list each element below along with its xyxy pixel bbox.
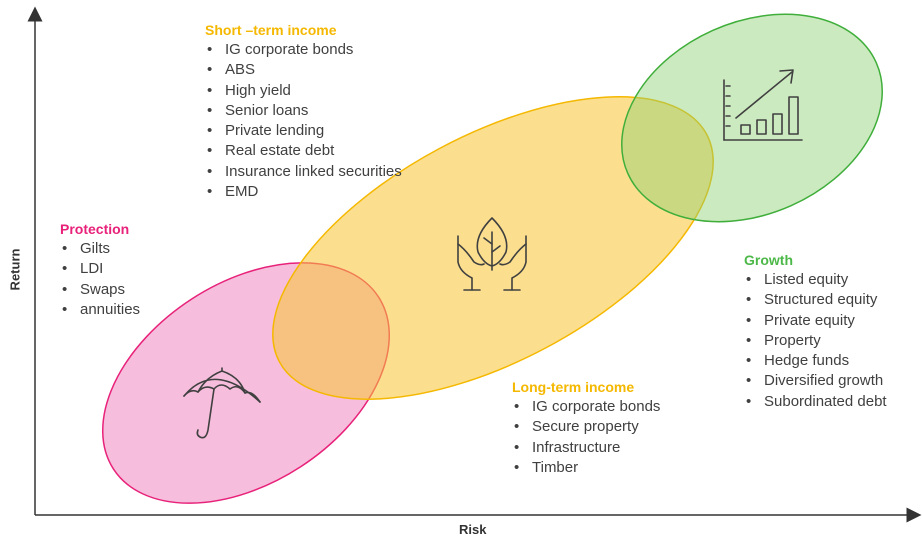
growth-ellipse xyxy=(621,13,883,223)
growth-group: Growth Listed equity Structured equity P… xyxy=(744,250,887,412)
protection-title: Protection xyxy=(60,221,130,237)
short-term-income-group: Short –term income IG corporate bonds AB… xyxy=(205,20,402,203)
list-item: annuities xyxy=(60,300,140,321)
list-item: EMD xyxy=(205,182,402,203)
y-axis-label: Return xyxy=(7,248,23,291)
list-item: Secure property xyxy=(512,417,660,438)
growth-chart-icon xyxy=(723,69,803,141)
hands-leaf-icon xyxy=(457,217,527,291)
list-item: Listed equity xyxy=(744,270,887,291)
list-item: Senior loans xyxy=(205,101,402,122)
list-item: Property xyxy=(744,331,887,352)
long-term-income-group: Long-term income IG corporate bonds Secu… xyxy=(512,377,660,478)
protection-group: Protection Gilts LDI Swaps annuities xyxy=(60,219,140,320)
list-item: Swaps xyxy=(60,280,140,301)
short-term-income-title: Short –term income xyxy=(205,22,337,38)
x-axis-label: Risk xyxy=(459,522,487,537)
list-item: Timber xyxy=(512,458,660,479)
long-term-income-title: Long-term income xyxy=(512,379,635,395)
list-item: Private equity xyxy=(744,311,887,332)
list-item: Hedge funds xyxy=(744,351,887,372)
long-term-income-list: IG corporate bonds Secure property Infra… xyxy=(512,397,660,478)
list-item: Gilts xyxy=(60,239,140,260)
umbrella-icon xyxy=(183,367,261,439)
list-item: Structured equity xyxy=(744,290,887,311)
short-term-income-list: IG corporate bonds ABS High yield Senior… xyxy=(205,40,402,203)
list-item: Subordinated debt xyxy=(744,392,887,413)
list-item: ABS xyxy=(205,60,402,81)
growth-title: Growth xyxy=(744,252,793,268)
protection-list: Gilts LDI Swaps annuities xyxy=(60,239,140,320)
list-item: Diversified growth xyxy=(744,371,887,392)
income-ellipse xyxy=(272,96,714,400)
list-item: Insurance linked securities xyxy=(205,162,402,183)
list-item: IG corporate bonds xyxy=(512,397,660,418)
list-item: IG corporate bonds xyxy=(205,40,402,61)
list-item: Infrastructure xyxy=(512,438,660,459)
list-item: Real estate debt xyxy=(205,141,402,162)
list-item: LDI xyxy=(60,259,140,280)
list-item: High yield xyxy=(205,81,402,102)
growth-list: Listed equity Structured equity Private … xyxy=(744,270,887,412)
list-item: Private lending xyxy=(205,121,402,142)
